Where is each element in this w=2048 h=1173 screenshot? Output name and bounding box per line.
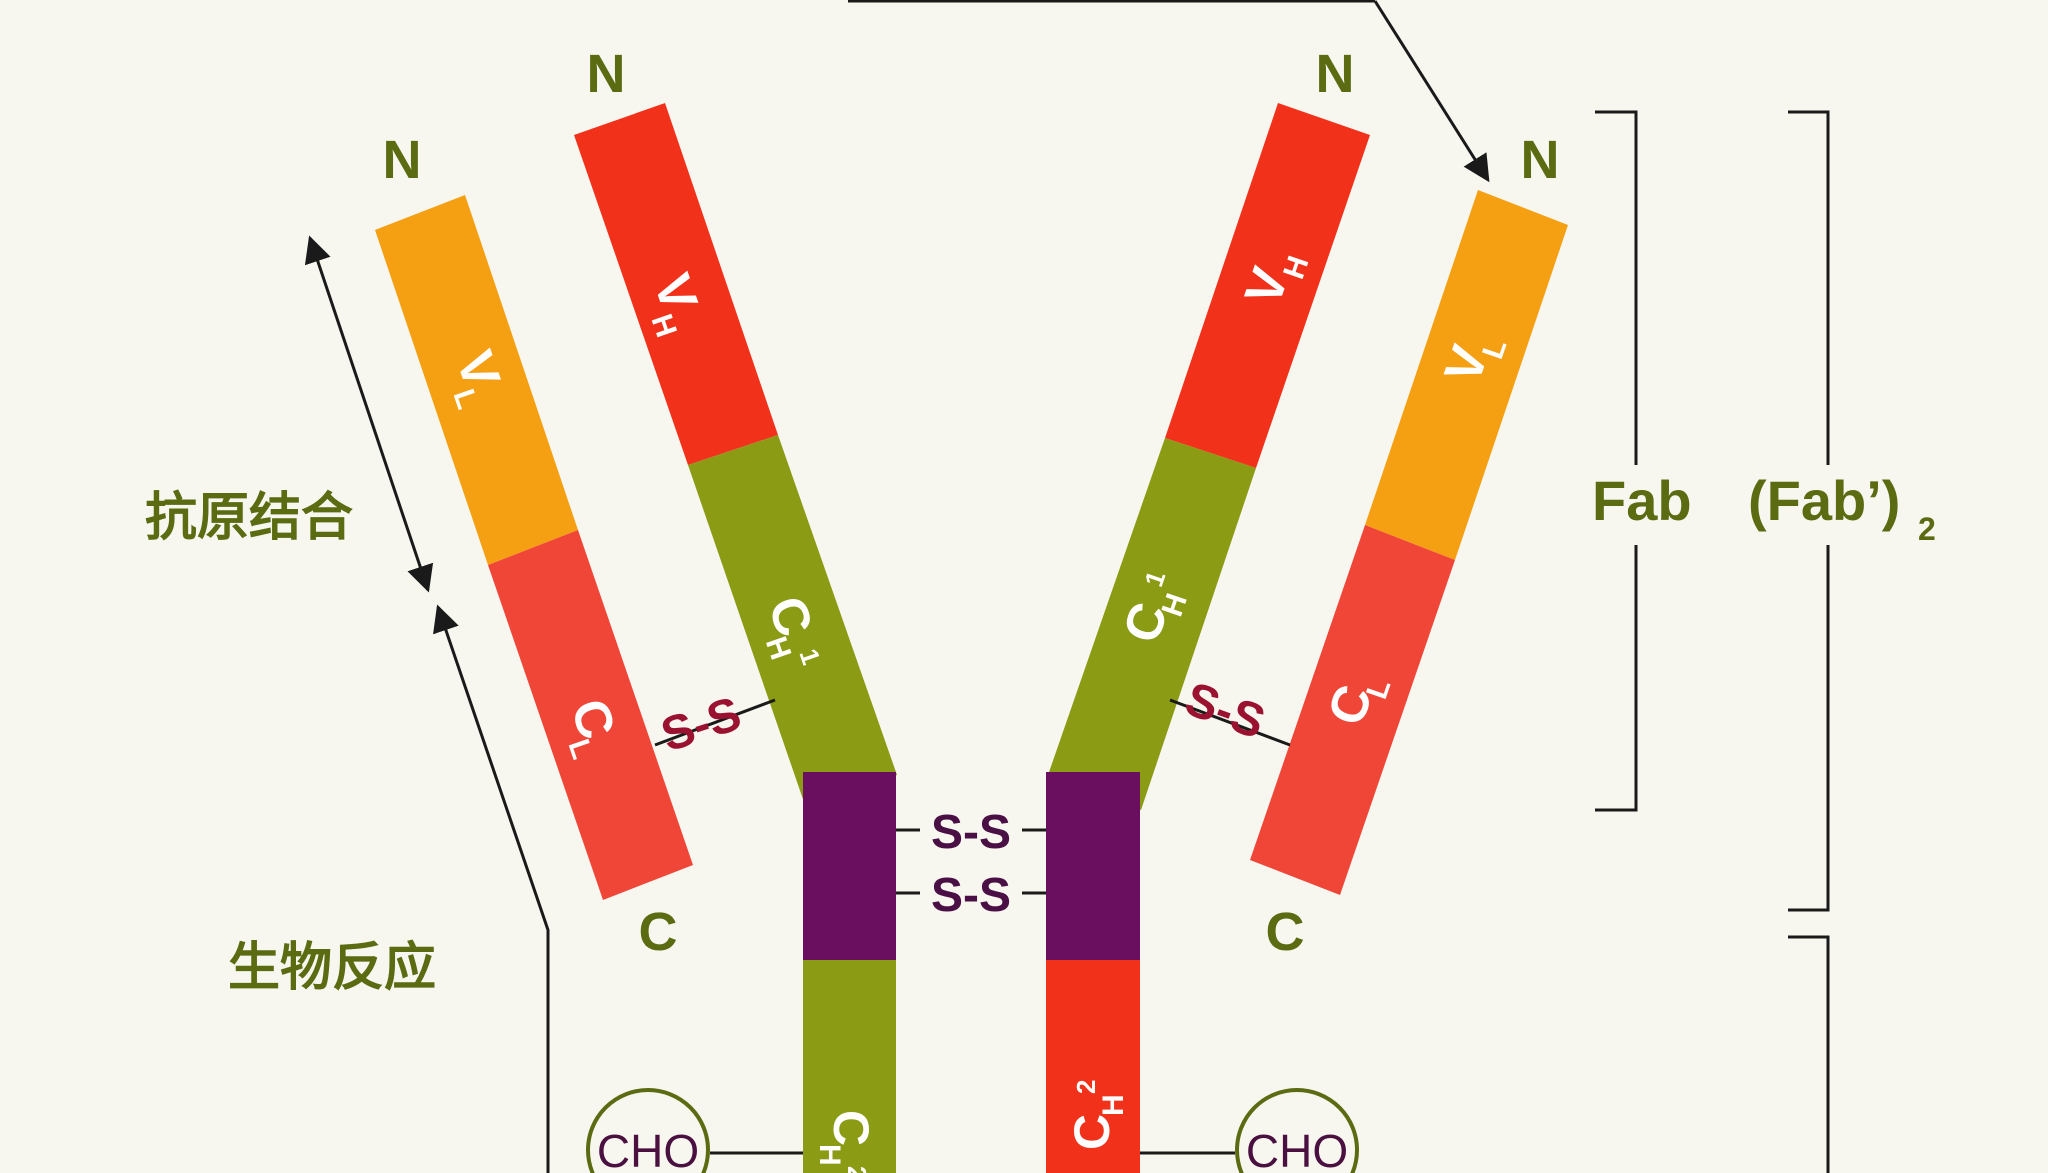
svg-text:H: H [813,1144,846,1166]
disulfide-hinge-upper: S-S [896,805,1046,859]
fab2-bracket-lower [1788,545,1830,912]
ch2-right-label: C H 2 [1064,1080,1130,1150]
cho-left: CHO [586,1088,803,1173]
ch1-left-domain [688,435,897,808]
n-terminal-right-heavy: N [1316,44,1355,104]
hinge-left [803,772,896,960]
ch2-left-domain [803,960,896,1173]
svg-text:2: 2 [1071,1080,1101,1094]
ch1-right-domain [1048,438,1256,810]
fab-bracket [1595,110,1638,465]
svg-text:2: 2 [1918,511,1936,547]
fab-label: Fab [1592,469,1692,532]
hinge-right [1046,772,1140,960]
fab2-label: (Fab’) 2 [1748,469,1936,547]
n-terminal-right-light: N [1521,130,1560,190]
vl-right-domain [1365,190,1568,560]
c-terminal-right: C [1266,902,1305,962]
vh-right-domain [1165,103,1370,468]
n-terminal-left-light: N [383,130,422,190]
svg-text:H: H [1097,1094,1130,1116]
svg-text:S-S: S-S [1178,673,1271,750]
biological-reaction-label: 生物反应 [228,938,436,998]
svg-text:CHO: CHO [597,1125,699,1173]
vh-left-domain [574,103,778,465]
antigen-binding-label: 抗原结合 [145,488,353,548]
fab2-bracket [1788,110,1830,465]
disulfide-hinge-lower: S-S [896,868,1046,922]
svg-text:S-S: S-S [655,687,747,762]
fc-bracket [1788,935,1830,1173]
svg-text:S-S: S-S [931,806,1011,859]
cho-right: CHO [1140,1088,1359,1173]
svg-text:(Fab’): (Fab’) [1748,469,1900,532]
top-pointer-arrow [1373,0,1490,183]
svg-text:C: C [1064,1114,1120,1150]
svg-text:C: C [823,1110,879,1146]
c-terminal-left: C [639,902,678,962]
fab-bracket-lower [1595,545,1638,812]
ch2-right-domain [1046,960,1140,1173]
svg-text:S-S: S-S [931,869,1011,922]
cl-left-domain [488,530,693,900]
disulfide-right-light-heavy: S-S [1169,673,1291,750]
cl-right-domain [1250,525,1455,895]
svg-text:2: 2 [842,1166,872,1173]
svg-text:CHO: CHO [1246,1125,1348,1173]
n-terminal-left-heavy: N [587,44,626,104]
antigen-binding-arrow [304,235,434,593]
disulfide-left-light-heavy: S-S [654,687,776,762]
ch2-left-label: C H 2 [813,1110,879,1173]
biological-reaction-arrow [433,604,550,1173]
